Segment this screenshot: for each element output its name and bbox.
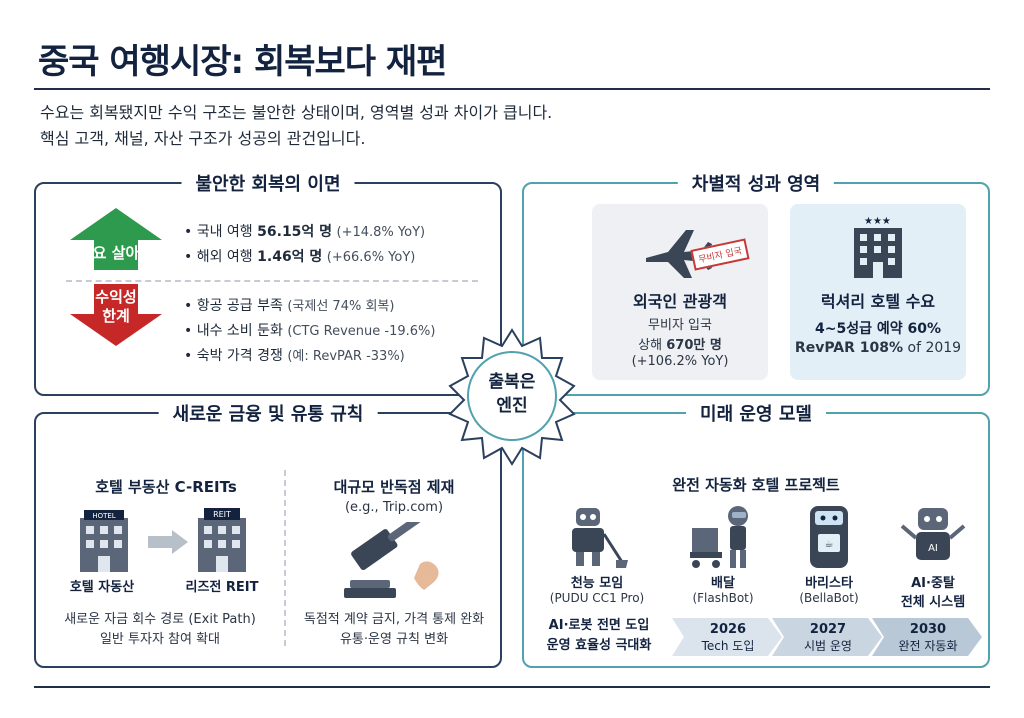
cleaning-robot-icon [572, 508, 628, 568]
antitrust-sub: (e.g., Trip.com) [344, 500, 444, 515]
demand-item: • 국내 여행 56.15억 명 (+14.8% YoY) [184, 224, 426, 240]
barista-robot-icon: ☕ [810, 506, 848, 568]
reits-desc: 새로운 자금 회수 경로 (Exit Path) 일반 투자자 참여 확대 [44, 610, 276, 650]
center-gear-badge [448, 328, 576, 466]
intro-line-2: 핵심 고객, 채널, 자산 구조가 성공의 관건입니다. [40, 129, 366, 148]
summary-line-1: AI·로봇 전면 도입 [548, 618, 650, 633]
hotel-building-icon: HOTEL [80, 510, 128, 572]
robot-sub: 전체 시스템 [900, 595, 966, 610]
bottom-rule [34, 686, 990, 688]
antitrust-desc-2: 유통·운영 규칙 변화 [339, 632, 449, 647]
gavel-icon [344, 522, 439, 598]
divider [284, 470, 286, 646]
robot-cleaning: 천능 모임 (PUDU CC1 Pro) [542, 572, 652, 605]
antitrust-desc-1: 독점적 계약 금지, 가격 통제 완화 [303, 612, 485, 627]
robot-title: AI·중탈 [911, 576, 955, 591]
reits-title: 호텔 부동산 C-REITs [95, 478, 237, 496]
robot-sub: (BellaBot) [799, 591, 859, 605]
down-label-1: 수익성 [95, 288, 137, 306]
up-arrow-icon [70, 208, 162, 270]
automation-summary: AI·로봇 전면 도입 운영 효율성 극대화 [534, 616, 664, 656]
arrow-right-icon [148, 530, 188, 554]
limit-item: • 항공 공급 부족 (국제선 74% 회복) [184, 298, 395, 314]
limit-item: • 숙박 가격 경쟁 (예: RevPAR -33%) [184, 348, 405, 364]
timeline-year: 2026 [709, 622, 747, 637]
card-title: 외국인 관광객 [633, 292, 727, 311]
card-line: (+106.2% YoY) [631, 354, 729, 369]
timeline-step: 2027 시범 운영 [780, 618, 876, 656]
timeline-step: 2026 Tech 도입 [680, 618, 776, 656]
card-line: 상해 670만 명 [638, 338, 722, 353]
hotel-building-icon: ★★★ [854, 216, 902, 278]
antitrust-desc: 독점적 계약 금지, 가격 통제 완화 유통·운영 규칙 변화 [288, 610, 500, 650]
demand-item: • 해외 여행 1.46억 명 (+66.6% YoY) [184, 249, 416, 265]
timeline-label: 완전 자동화 [898, 639, 958, 653]
center-badge-text: 출복은 엔진 [440, 370, 584, 418]
panel-differentiated-performance: 차별적 성과 영역 무비자 입국 외국인 관광객 무비자 입국 상해 670만 … [522, 170, 990, 396]
timeline-step: 2030 완전 자동화 [880, 618, 976, 656]
down-arrow-icon [70, 284, 162, 346]
robot-title: 배달 [711, 576, 735, 591]
airplane-icon [646, 230, 712, 278]
card-title: 럭셔리 호텔 수요 [820, 292, 936, 311]
card-line: 무비자 입국 [648, 318, 712, 333]
card-line: RevPAR 108% of 2019 [794, 340, 962, 356]
panel-title: 새로운 금융 및 유통 규칙 [158, 400, 378, 426]
divider [66, 280, 478, 282]
robot-ai-system: AI·중탈 전체 시스템 [878, 572, 988, 610]
panel-title: 불안한 회복의 이면 [181, 170, 355, 196]
svg-text:☕: ☕ [825, 539, 834, 550]
automation-subtitle: 완전 자동화 호텔 프로젝트 [672, 476, 840, 494]
robot-sub: (PUDU CC1 Pro) [549, 591, 645, 605]
center-line-1: 출복은 [488, 372, 536, 392]
card-line: 4~5성급 예약 60% [815, 321, 941, 337]
intro-text: 수요는 회복됐지만 수익 구조는 불안한 상태이며, 영역별 성과 차이가 큽니… [40, 100, 552, 152]
ai-badge: AI [928, 543, 938, 554]
limit-item: • 내수 소비 둔화 (CTG Revenue -19.6%) [184, 323, 436, 339]
delivery-robot-icon [690, 506, 748, 568]
robot-title: 천능 모임 [570, 576, 624, 591]
panel-title: 미래 운영 모델 [686, 400, 826, 426]
svg-text:★★★: ★★★ [864, 216, 891, 227]
ai-robot-icon: AI [900, 508, 966, 560]
summary-line-2: 운영 효율성 극대화 [546, 638, 652, 653]
panel-new-finance-rules: 새로운 금융 및 유통 규칙 호텔 부동산 C-REITs HOTEL REIT… [34, 400, 502, 668]
reits-desc-1: 새로운 자금 회수 경로 (Exit Path) [64, 612, 256, 627]
up-arrow-label: 수요 살아남 [78, 244, 154, 262]
reit-label: 리즈전 REIT [185, 580, 259, 595]
timeline-year: 2027 [809, 622, 847, 637]
page-title: 중국 여행시장: 회복보다 재편 [38, 42, 447, 82]
hotel-sign: HOTEL [92, 512, 115, 520]
card-luxury-hotel: ★★★ 럭셔리 호텔 수요 4~5성급 예약 60% RevPAR 108% o… [790, 204, 966, 380]
timeline-label: Tech 도입 [701, 639, 755, 653]
hotel-label: 호텔 자동산 [69, 580, 135, 595]
intro-line-1: 수요는 회복됐지만 수익 구조는 불안한 상태이며, 영역별 성과 차이가 큽니… [40, 103, 553, 122]
antitrust-title: 대규모 반독점 제재 [333, 478, 455, 496]
panel-unstable-recovery: 불안한 회복의 이면 수요 살아남 수익성 한계 • 국내 여행 56.15억 … [34, 170, 502, 396]
panel-future-operations: 미래 운영 모델 완전 자동화 호텔 프로젝트 ☕ AI 천능 모임 (PUDU… [522, 400, 990, 668]
timeline-chevron-1 [672, 618, 782, 656]
down-label-2: 한계 [102, 307, 130, 325]
reit-sign: REIT [213, 510, 231, 519]
demand-list: • 국내 여행 56.15억 명 (+14.8% YoY) • 해외 여행 1.… [184, 220, 425, 270]
card-foreign-tourists: 무비자 입국 외국인 관광객 무비자 입국 상해 670만 명 (+106.2%… [592, 204, 768, 380]
robot-sub: (FlashBot) [692, 591, 754, 605]
reit-building-icon: REIT [198, 508, 246, 572]
timeline-chevron-2 [772, 618, 882, 656]
timeline-label: 시범 운영 [804, 639, 852, 653]
timeline-year: 2030 [909, 622, 947, 637]
title-rule [34, 88, 990, 90]
robot-barista: 바리스타 (BellaBot) [774, 572, 884, 605]
timeline-chevron-3 [872, 618, 982, 656]
robot-title: 바리스타 [805, 576, 853, 591]
center-line-2: 엔진 [496, 396, 528, 416]
down-arrow-label: 수익성 한계 [66, 288, 166, 326]
reits-desc-2: 일반 투자자 참여 확대 [99, 632, 221, 647]
robot-delivery: 배달 (FlashBot) [668, 572, 778, 605]
limit-list: • 항공 공급 부족 (국제선 74% 회복) • 내수 소비 둔화 (CTG … [184, 294, 435, 369]
panel-title: 차별적 성과 영역 [677, 170, 835, 196]
